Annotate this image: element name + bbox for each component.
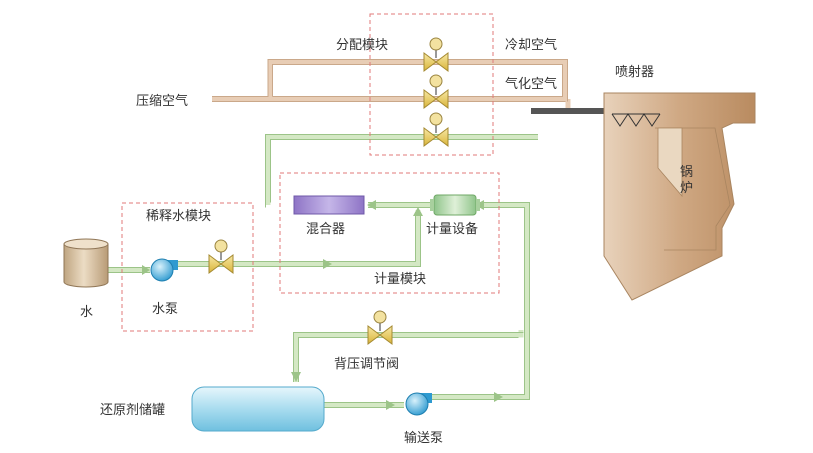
label-cooling-air: 冷却空气 xyxy=(505,37,557,53)
mixer xyxy=(293,195,365,215)
distribution-module-box xyxy=(369,13,494,156)
label-dilution-module: 稀释水模块 xyxy=(146,209,211,224)
boiler xyxy=(603,92,756,301)
label-water-pump: 水泵 xyxy=(152,302,178,317)
label-atomizing-air: 气化空气 xyxy=(505,76,557,92)
back-pressure-valve-icon[interactable] xyxy=(367,310,393,345)
cooling-air-valve-icon[interactable] xyxy=(423,37,449,72)
flow-arrows xyxy=(142,200,503,410)
dilution-water-valve-icon[interactable] xyxy=(208,239,234,274)
injector-lance xyxy=(531,108,615,114)
label-mixer: 混合器 xyxy=(306,222,345,237)
label-compressed-air: 压缩空气 xyxy=(136,93,188,109)
transfer-pump-icon[interactable] xyxy=(405,392,432,416)
reagent-valve-icon[interactable] xyxy=(423,112,449,147)
label-metering-device: 计量设备 xyxy=(426,221,478,237)
metering-module-box xyxy=(279,172,500,294)
label-back-pressure-valve: 背压调节阀 xyxy=(334,357,399,372)
atomizing-air-valve-icon[interactable] xyxy=(423,74,449,109)
dilution-module-box xyxy=(121,202,254,332)
label-distribution-module: 分配模块 xyxy=(336,38,388,53)
label-transfer-pump: 输送泵 xyxy=(404,430,443,446)
label-reductant-tank: 还原剂储罐 xyxy=(100,403,165,418)
metering-device xyxy=(430,194,480,216)
reductant-tank xyxy=(191,386,325,432)
label-boiler: 锅炉 xyxy=(680,164,693,196)
water-tank xyxy=(63,238,109,288)
label-water: 水 xyxy=(80,305,93,320)
label-injector: 喷射器 xyxy=(615,64,654,80)
label-metering-module: 计量模块 xyxy=(374,272,426,287)
water-pump-icon[interactable] xyxy=(150,258,178,282)
